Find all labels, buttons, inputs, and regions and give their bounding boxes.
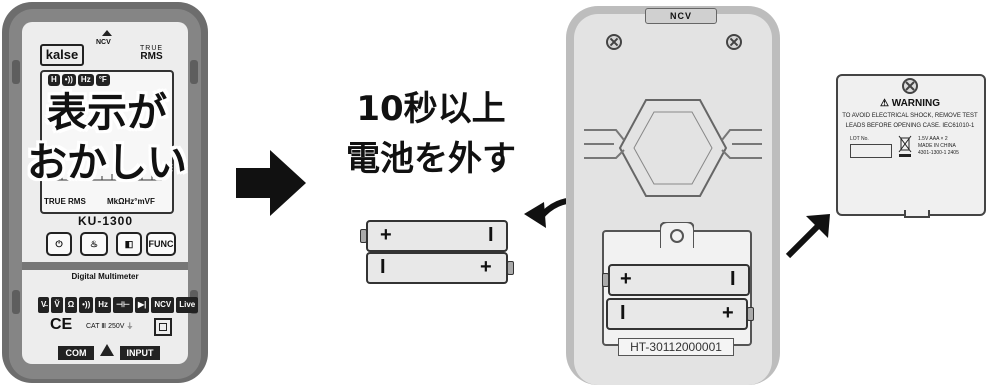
ncv-label: NCV [96, 39, 111, 46]
note-line-2: おかしい [27, 140, 187, 186]
left-grip-lower [12, 290, 20, 314]
lcd-display [40, 70, 174, 214]
screw-icon [726, 34, 742, 50]
battery-installed-top: + I [602, 264, 750, 296]
multimeter-front: kalse NCV TRUE RMS H•))Hz°F 表示が おかしい TRU… [0, 0, 212, 385]
compartment-screw-tab [660, 222, 694, 248]
battery-plus: + [620, 268, 632, 290]
true-rms-logo: TRUE RMS [140, 45, 163, 62]
func-acv: Ṽ [51, 297, 63, 313]
power-button[interactable]: ⏻ [46, 232, 72, 256]
lcd-units: MkΩHz°mVF [107, 197, 155, 206]
func-ohm: Ω [64, 297, 78, 313]
left-grip-upper [12, 60, 20, 84]
battery-minus: I [730, 268, 736, 290]
diagonal-arrow-icon [785, 214, 830, 259]
model-number: KU-1300 [78, 214, 134, 228]
battery-loose-bottom: I + [366, 252, 514, 284]
lcd-icon-continuity: •)) [61, 74, 76, 86]
instruction-line-1: 10秒以上 [356, 89, 506, 129]
weee-bin-icon [898, 135, 912, 157]
lcd-icon-temp: °F [95, 74, 110, 86]
product-label: Digital Multimeter [71, 272, 139, 281]
cover-warning-line-2: LEADS BEFORE OPENING CASE. IEC61010-1 [845, 123, 975, 129]
input-jack-label: INPUT [120, 346, 160, 360]
ce-mark: CE [50, 316, 73, 333]
screw-icon [606, 34, 622, 50]
serial-number: HT-30112000001 [618, 338, 734, 356]
lcd-icon-hold: H [48, 74, 60, 86]
battery-tip [747, 307, 754, 321]
cover-made-in: MADE IN CHINA [918, 143, 956, 149]
brand-logo: kalse [40, 44, 84, 66]
cover-lot-label: LOT No. [850, 136, 869, 142]
cover-screw-icon [902, 78, 918, 94]
battery-tip [360, 229, 367, 243]
func-button[interactable]: FUNC [146, 232, 176, 256]
func-continuity: •)) [79, 297, 94, 313]
battery-tip [602, 273, 609, 287]
func-hz: Hz [95, 297, 112, 313]
true-rms-top: TRUE [140, 45, 164, 52]
battery-plus: + [380, 224, 392, 246]
ncv-indicator-icon [102, 30, 112, 36]
cover-warning-title: ⚠ WARNING [879, 98, 941, 109]
display-problem-note: 表示が おかしい [22, 88, 192, 188]
cover-code: 4301-1300-1 2405 [918, 150, 959, 156]
com-jack-label: COM [58, 346, 94, 360]
battery-minus: I [488, 224, 494, 246]
back-ncv-label: NCV [645, 8, 717, 24]
func-capacitance: ⊣⊢ [113, 297, 133, 313]
lcd-true-rms: TRUE RMS [44, 197, 86, 206]
func-dcv: V̴ [38, 297, 50, 313]
cover-latch [904, 210, 930, 218]
battery-plus: + [480, 256, 492, 278]
instruction-line-2: 電池を外す [346, 139, 516, 179]
right-grip-upper [190, 60, 198, 84]
light-button[interactable]: ♨ [80, 232, 108, 256]
cover-warning-line-1: TO AVOID ELECTRICAL SHOCK, REMOVE TEST [842, 113, 978, 119]
func-ncv: NCV [151, 297, 175, 313]
battery-tip [507, 261, 514, 275]
battery-loose-top: + I [360, 220, 508, 252]
right-arrow-icon [236, 150, 306, 216]
lcd-icon-row: H•))Hz°F [48, 74, 112, 86]
double-insulation-icon [154, 318, 172, 336]
lcd-bargraph [48, 174, 162, 181]
hold-button[interactable]: ◧ [116, 232, 142, 256]
back-hexagon-pattern [584, 99, 762, 197]
battery-installed-bottom: I + [606, 298, 754, 330]
func-live: Live [176, 297, 199, 313]
cat-rating: CAT Ⅲ 250V ⏚ [86, 323, 134, 330]
lcd-icon-hz: Hz [77, 74, 94, 86]
note-line-1: 表示が [47, 90, 167, 136]
warning-icon [100, 344, 114, 356]
true-rms-bottom: RMS [140, 51, 163, 62]
faceplate-divider [22, 262, 188, 270]
cover-battery-spec: 1.5V AAA × 2 [918, 136, 948, 142]
cover-lot-box [850, 144, 892, 158]
func-diode: ▶| [134, 297, 150, 313]
battery-minus: I [620, 302, 626, 324]
battery-plus: + [722, 302, 734, 324]
battery-minus: I [380, 256, 386, 278]
instruction-text: 10秒以上 電池を外す [318, 84, 544, 184]
